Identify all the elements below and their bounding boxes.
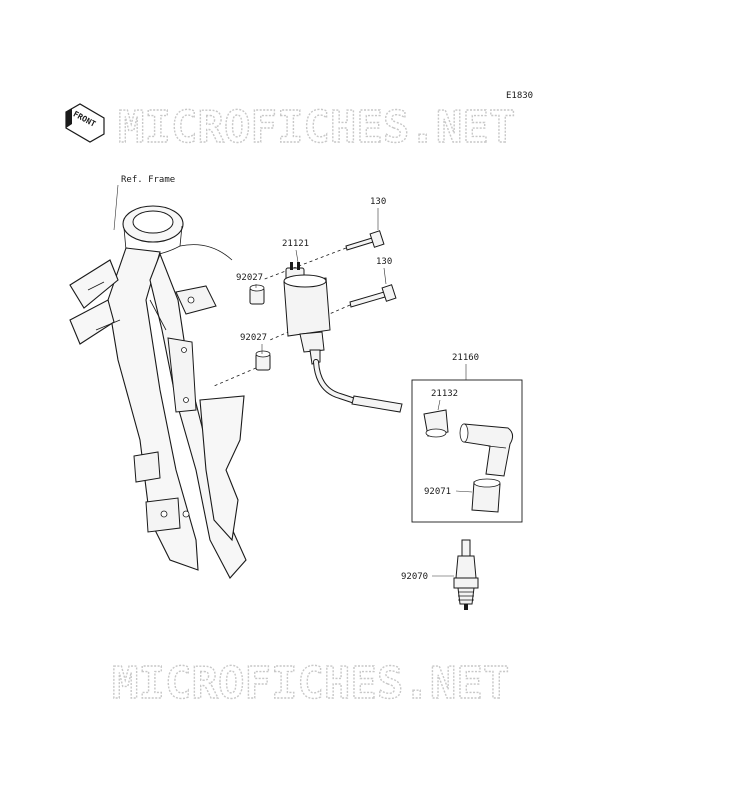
collar-lower — [255, 350, 271, 371]
label-cap: 21132 — [431, 389, 458, 399]
cap — [423, 409, 449, 438]
frame-reference — [69, 205, 247, 579]
label-bolt-lower: 130 — [376, 257, 392, 267]
label-ignition-coil: 21121 — [282, 239, 309, 249]
front-arrow-icon: FRONT — [65, 103, 105, 143]
plug-cap-elbow — [459, 423, 514, 477]
bolt-upper — [345, 230, 385, 251]
spark-plug — [453, 539, 479, 610]
ignition-coil — [283, 262, 403, 413]
label-collar-upper: 92027 — [236, 273, 263, 283]
watermark-bottom: MICROFICHES.NET — [112, 658, 509, 709]
bolt-lower — [349, 284, 397, 308]
seal — [471, 478, 501, 513]
label-cap-assembly: 21160 — [452, 353, 479, 363]
label-seal: 92071 — [424, 487, 451, 497]
label-collar-lower: 92027 — [240, 333, 267, 343]
label-bolt-upper: 130 — [370, 197, 386, 207]
label-spark-plug: 92070 — [401, 572, 428, 582]
collar-upper — [249, 284, 265, 305]
cap-assembly-box — [411, 379, 523, 523]
watermark-top: MICROFICHES.NET — [118, 102, 515, 153]
label-ref-frame: Ref. Frame — [121, 175, 175, 185]
diagram-code: E1830 — [506, 91, 533, 101]
